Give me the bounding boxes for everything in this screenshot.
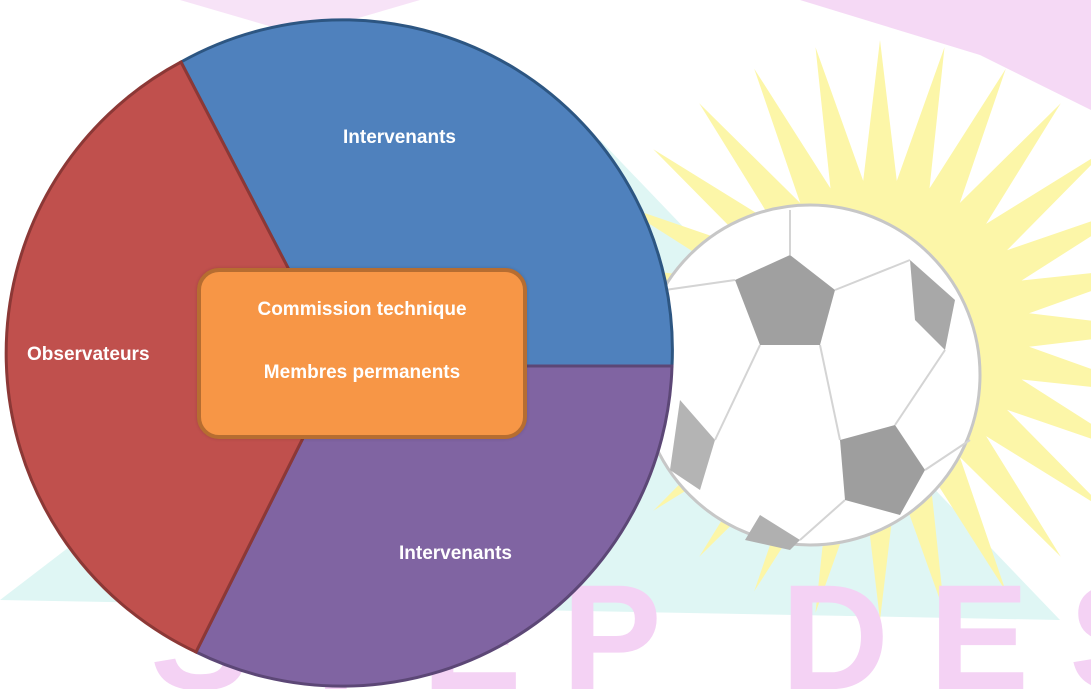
segment-bottom [193, 364, 674, 688]
segment-left [4, 59, 341, 654]
center-line-2: Membres permanents [263, 362, 461, 383]
segment-left-label: Observateurs [27, 344, 150, 365]
center-box: Commission technique Membres permanents [197, 268, 527, 439]
segment-bottom-label: Intervenants [399, 543, 512, 564]
segment-top-label: Intervenants [343, 127, 456, 148]
pink-band-right [800, 0, 1091, 110]
center-line-1: Commission technique [257, 299, 467, 320]
pink-band-top [180, 0, 420, 35]
